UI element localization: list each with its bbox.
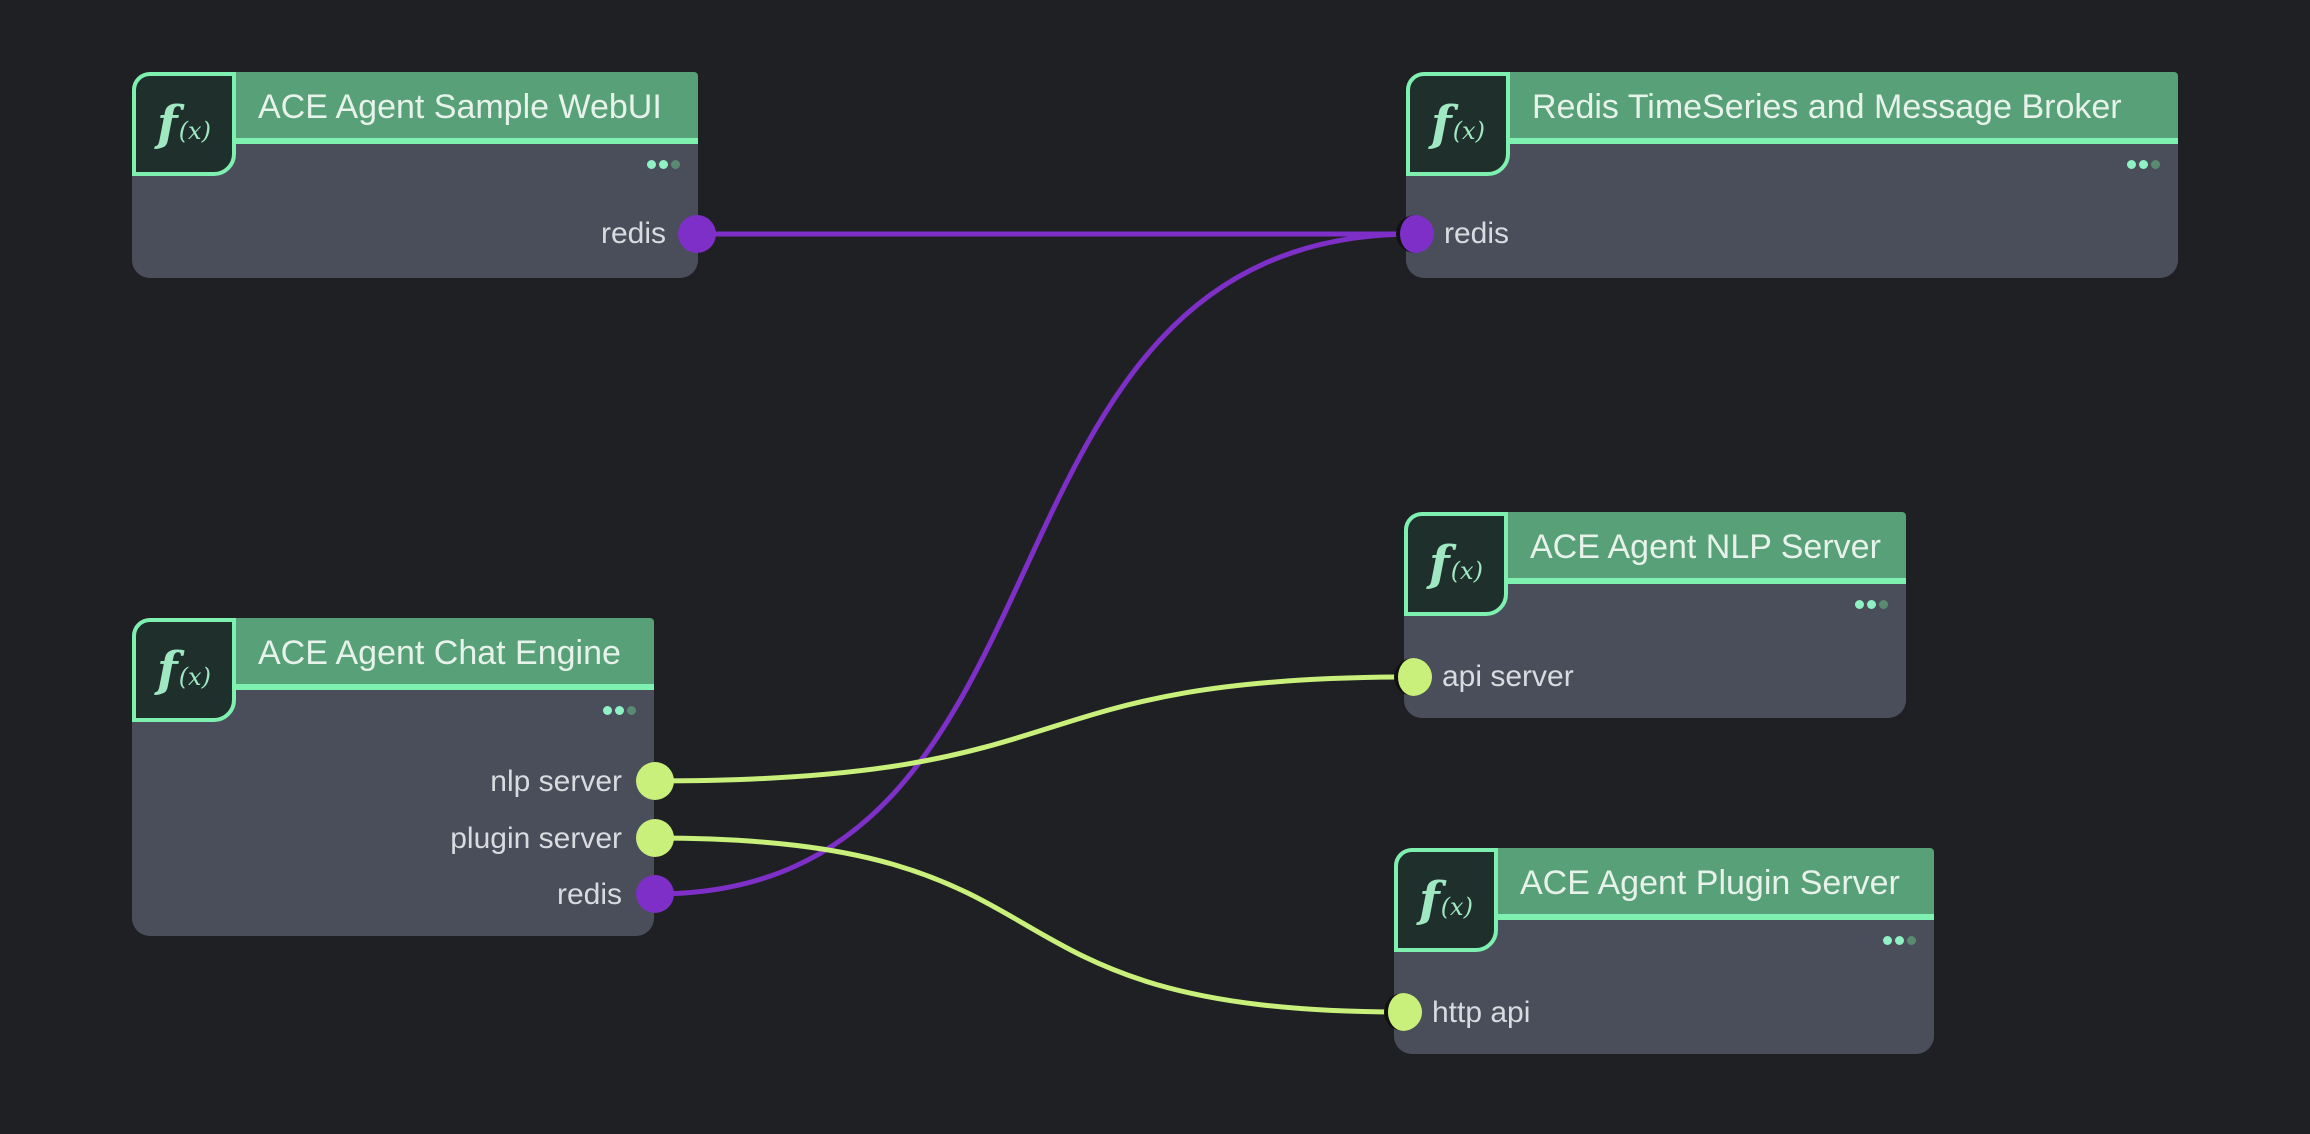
port-out-plugin-server[interactable] bbox=[636, 819, 674, 857]
function-icon: f(x) bbox=[1406, 72, 1510, 176]
node-ace-agent-nlp-server[interactable]: f(x) ACE Agent NLP Server api server bbox=[1404, 512, 1906, 718]
node-title[interactable]: ACE Agent Sample WebUI bbox=[236, 72, 698, 144]
port-out-redis[interactable] bbox=[678, 215, 716, 253]
port-label-redis: redis bbox=[556, 878, 622, 911]
node-title[interactable]: ACE Agent Chat Engine bbox=[236, 618, 654, 690]
port-label-http-api: http api bbox=[1432, 996, 1531, 1029]
port-out-nlp-server[interactable] bbox=[636, 762, 674, 800]
function-icon: f(x) bbox=[1394, 848, 1498, 952]
node-menu-icon[interactable] bbox=[1883, 930, 1916, 950]
port-in-redis[interactable] bbox=[1396, 215, 1434, 253]
port-in-http-api[interactable] bbox=[1384, 993, 1422, 1031]
node-redis-timeseries-broker[interactable]: f(x) Redis TimeSeries and Message Broker… bbox=[1406, 72, 2178, 278]
port-label-redis: redis bbox=[600, 217, 666, 250]
port-label-nlp-server: nlp server bbox=[490, 765, 622, 798]
port-in-api-server[interactable] bbox=[1394, 658, 1432, 696]
node-ace-agent-sample-webui[interactable]: f(x) ACE Agent Sample WebUI redis bbox=[132, 72, 698, 278]
function-icon: f(x) bbox=[132, 618, 236, 722]
node-ace-agent-chat-engine[interactable]: f(x) ACE Agent Chat Engine nlp server pl… bbox=[132, 618, 654, 936]
node-menu-icon[interactable] bbox=[603, 700, 636, 720]
function-icon: f(x) bbox=[132, 72, 236, 176]
function-icon: f(x) bbox=[1404, 512, 1508, 616]
wire-chatengine-nlp[interactable] bbox=[654, 674, 1414, 784]
node-title[interactable]: ACE Agent NLP Server bbox=[1508, 512, 1906, 584]
node-menu-icon[interactable] bbox=[2127, 154, 2160, 174]
port-label-api-server: api server bbox=[1442, 660, 1574, 693]
node-title[interactable]: Redis TimeSeries and Message Broker bbox=[1510, 72, 2178, 144]
node-menu-icon[interactable] bbox=[647, 154, 680, 174]
port-label-redis: redis bbox=[1444, 217, 1510, 250]
wire-chatengine-redis[interactable] bbox=[654, 231, 1416, 897]
node-menu-icon[interactable] bbox=[1855, 594, 1888, 614]
wire-chatengine-plugin[interactable] bbox=[654, 835, 1404, 1015]
node-title[interactable]: ACE Agent Plugin Server bbox=[1498, 848, 1934, 920]
port-out-redis[interactable] bbox=[636, 875, 674, 913]
port-label-plugin-server: plugin server bbox=[450, 822, 622, 855]
node-ace-agent-plugin-server[interactable]: f(x) ACE Agent Plugin Server http api bbox=[1394, 848, 1934, 1054]
